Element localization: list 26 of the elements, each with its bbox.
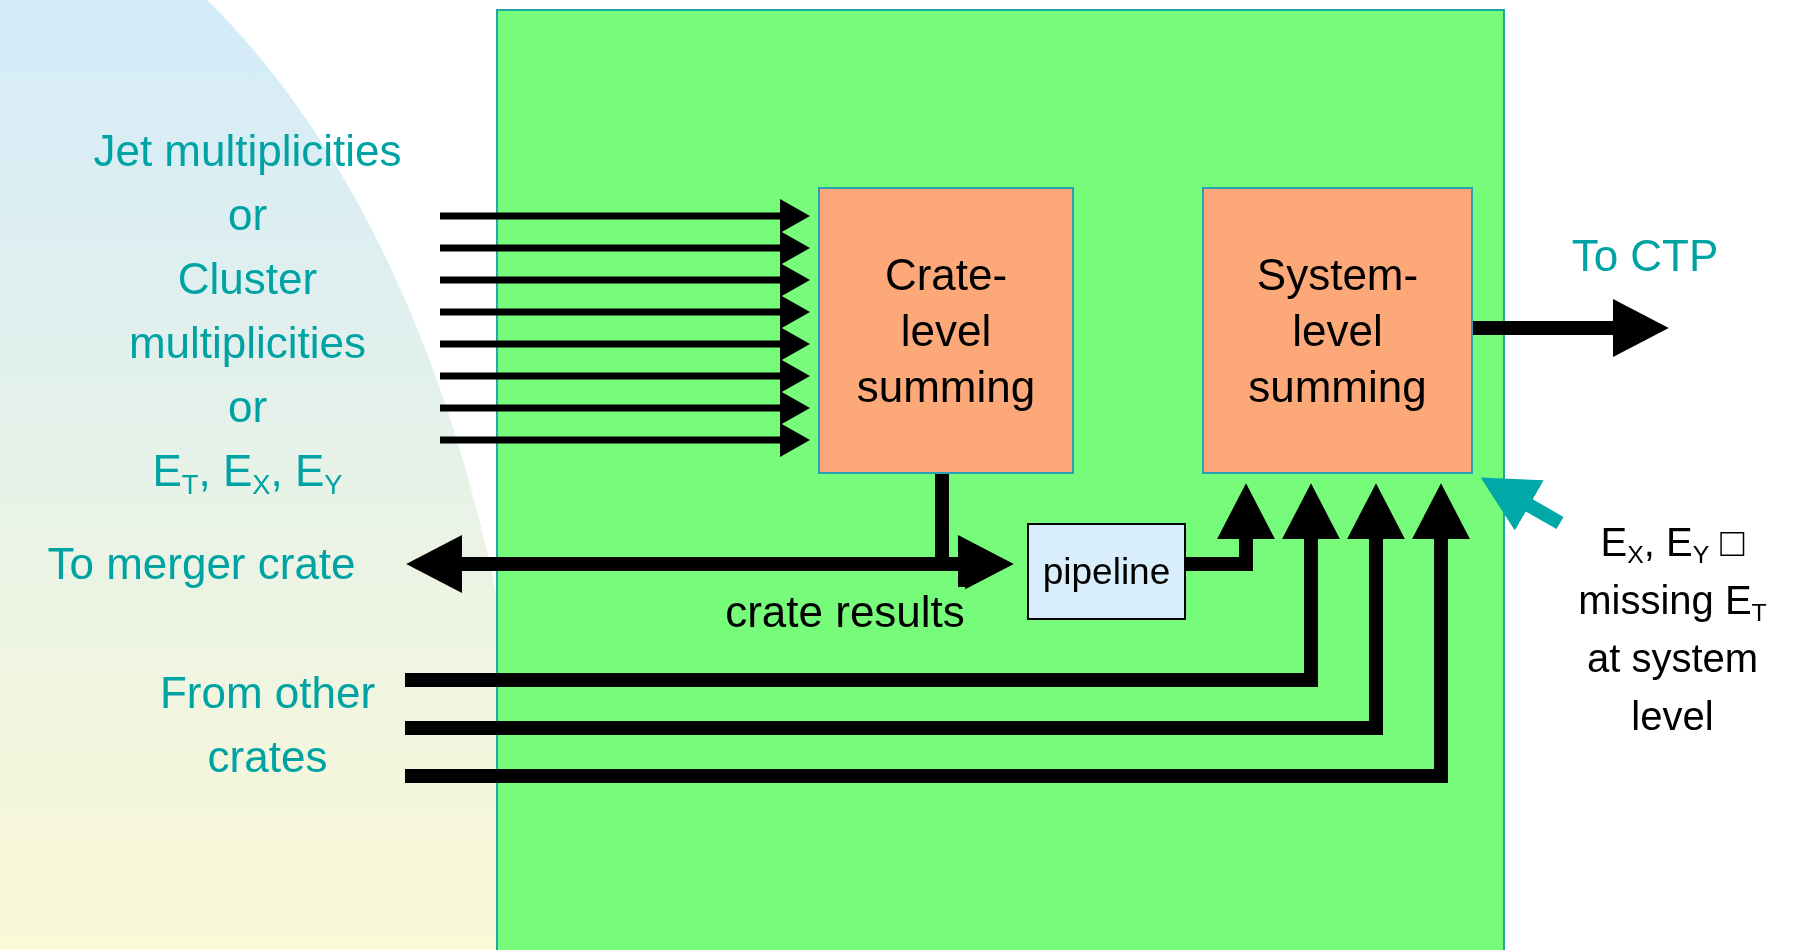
arrow [405, 483, 1470, 783]
process-box [818, 187, 1074, 474]
arrow [440, 423, 810, 457]
box-label: Crate- level summing [856, 248, 1036, 413]
box-label: pipeline [1042, 549, 1171, 594]
input-text: Jet multiplicities [93, 125, 402, 177]
arrow [405, 483, 1405, 735]
arrow [1480, 477, 1564, 531]
arrow [440, 359, 810, 393]
arrow [405, 483, 1340, 687]
pipeline-box [1027, 523, 1186, 620]
process-box [1202, 187, 1473, 474]
arrow [440, 391, 810, 425]
input-text: or [227, 381, 268, 433]
arrow [440, 295, 810, 329]
input-text: E$_{T}$, E$_{X}$, E$_{Y}$ [152, 445, 343, 503]
arrow [440, 199, 810, 233]
arrow [440, 263, 810, 297]
input-text: From other crates [158, 667, 377, 783]
input-text: or [227, 189, 268, 241]
input-text: To merger crate [47, 538, 356, 590]
arrow [440, 327, 810, 361]
note-text: E$_{X}$, E$_{Y}$ □ missing E$_{T}$ at system level [1577, 519, 1768, 740]
system-panel [496, 9, 1505, 950]
arrow [440, 231, 810, 265]
box-label: System- level summing [1248, 248, 1427, 413]
